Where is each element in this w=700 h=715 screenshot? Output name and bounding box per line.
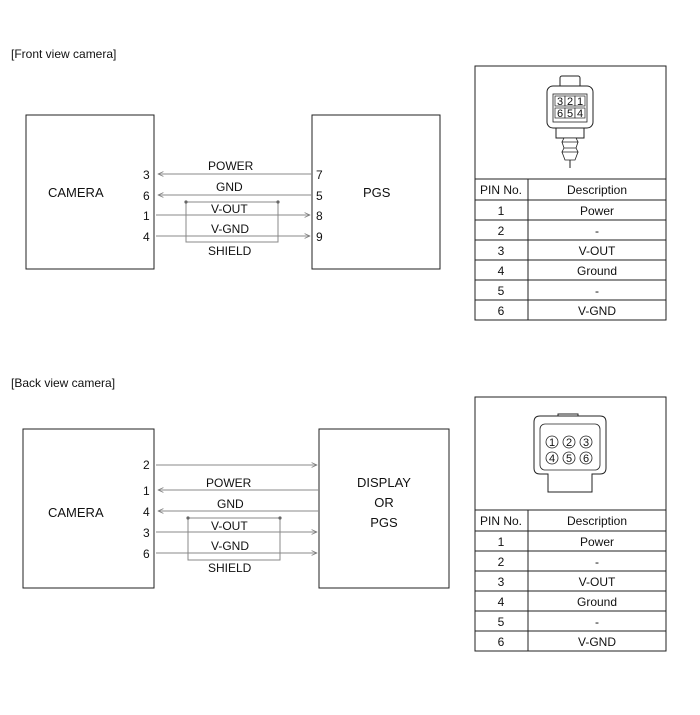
front-table-rows: 1 Power 2 - 3 V-OUT 4 Ground 5 - 6 V-GND — [498, 204, 617, 318]
back-table-cell: Power — [580, 535, 614, 549]
front-right-pin: 7 — [316, 168, 323, 182]
back-table-cell: - — [595, 555, 599, 569]
front-table-cell: 1 — [498, 204, 505, 218]
front-table-cell: 4 — [498, 264, 505, 278]
back-table-cell: Ground — [577, 595, 617, 609]
back-shield-dot — [186, 516, 190, 520]
front-table-cell: V-OUT — [579, 244, 616, 258]
back-table-cell: 4 — [498, 595, 505, 609]
front-table-cell: 2 — [498, 224, 505, 238]
front-left-pin: 1 — [143, 209, 150, 223]
front-table-cell: - — [595, 284, 599, 298]
back-table-header: Description — [567, 514, 627, 528]
front-pin-table — [474, 178, 667, 321]
front-connector-pin: 1 — [577, 96, 583, 108]
back-signal-label: GND — [217, 497, 244, 511]
front-signal-label: POWER — [208, 159, 254, 173]
back-display-label: OR — [374, 495, 394, 510]
front-pgs-label: PGS — [363, 185, 391, 200]
front-shield-outline — [185, 201, 279, 243]
front-signal-label: V-OUT — [211, 202, 248, 216]
front-left-pin: 6 — [143, 189, 150, 203]
front-right-pin: 5 — [316, 189, 323, 203]
back-left-pin: 6 — [143, 547, 150, 561]
front-connector-icon — [546, 75, 594, 168]
back-left-pin: 3 — [143, 526, 150, 540]
front-camera-label: CAMERA — [48, 185, 104, 200]
front-table-header: Description — [567, 183, 627, 197]
back-connector-pin: 1 — [549, 437, 555, 449]
back-left-pin: 2 — [143, 458, 150, 472]
front-connector-pin: 5 — [567, 108, 573, 120]
back-connector-icon — [533, 413, 607, 493]
back-table-cell: V-GND — [578, 635, 616, 649]
front-shield-dot — [276, 200, 280, 204]
front-signal-label: GND — [216, 180, 243, 194]
back-table-header: PIN No. — [480, 514, 522, 528]
front-right-pin: 8 — [316, 209, 323, 223]
back-signal-label: V-GND — [211, 539, 249, 553]
front-table-header: PIN No. — [480, 183, 522, 197]
back-connector-pin: 6 — [583, 453, 589, 465]
front-table-cell: Power — [580, 204, 614, 218]
back-table-cell: - — [595, 615, 599, 629]
front-signal-label: SHIELD — [208, 244, 252, 258]
front-shield-dot — [184, 200, 188, 204]
back-shield-outline — [187, 517, 281, 561]
back-display-label: DISPLAY — [357, 475, 411, 490]
front-table-cell: V-GND — [578, 304, 616, 318]
front-camera-box — [25, 114, 155, 270]
back-table-cell: 3 — [498, 575, 505, 589]
front-table-cell: - — [595, 224, 599, 238]
back-connector-pin: 2 — [566, 437, 572, 449]
back-table-cell: V-OUT — [579, 575, 616, 589]
back-table-cell: 1 — [498, 535, 505, 549]
back-connector-pin: 5 — [566, 453, 572, 465]
front-connector-pin: 2 — [567, 96, 573, 108]
front-table-cell: 6 — [498, 304, 505, 318]
back-table-cell: 6 — [498, 635, 505, 649]
front-pgs-box — [311, 114, 441, 270]
back-connector-pin: 3 — [583, 437, 589, 449]
back-pin-table — [474, 509, 667, 652]
back-signal-label: V-OUT — [211, 519, 248, 533]
back-table-cell: 5 — [498, 615, 505, 629]
front-section-title: [Front view camera] — [11, 47, 116, 61]
back-table-cell: 2 — [498, 555, 505, 569]
back-left-pin: 4 — [143, 505, 150, 519]
back-display-label: PGS — [370, 515, 398, 530]
front-left-pin: 3 — [143, 168, 150, 182]
back-shield-dot — [278, 516, 282, 520]
back-display-box — [318, 428, 450, 589]
front-signal-label: V-GND — [211, 222, 249, 236]
front-connector-pin: 3 — [557, 96, 563, 108]
back-camera-label: CAMERA — [48, 505, 104, 520]
back-signal-label: POWER — [206, 476, 252, 490]
front-table-cell: 5 — [498, 284, 505, 298]
back-left-pin: 1 — [143, 484, 150, 498]
front-connector-pin: 6 — [557, 108, 563, 120]
back-section-title: [Back view camera] — [11, 376, 115, 390]
back-connector-pin: 4 — [549, 453, 555, 465]
front-table-cell: 3 — [498, 244, 505, 258]
front-left-pin: 4 — [143, 230, 150, 244]
back-table-rows: 1 Power 2 - 3 V-OUT 4 Ground 5 - 6 V-GND — [498, 535, 617, 649]
front-right-pin: 9 — [316, 230, 323, 244]
front-connector-pin: 4 — [577, 108, 583, 120]
front-table-cell: Ground — [577, 264, 617, 278]
back-signal-label: SHIELD — [208, 561, 252, 575]
back-camera-box — [22, 428, 155, 589]
